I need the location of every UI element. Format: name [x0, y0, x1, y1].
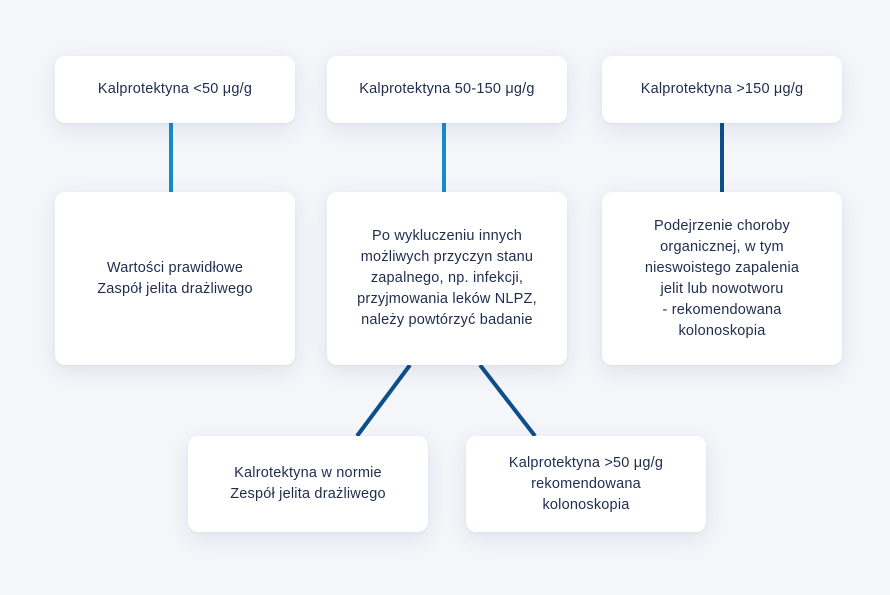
box-calprotectin-low: Kalprotektyna <50 μg/g [55, 56, 295, 123]
box-repeat-test: Po wykluczeniu innych możliwych przyczyn… [327, 192, 567, 365]
connector-branch-right [478, 363, 537, 438]
box-organic-disease: Podejrzenie choroby organicznej, w tym n… [602, 192, 842, 365]
box-normal-values: Wartości prawidłowe Zaspół jelita drażli… [55, 192, 295, 365]
connector-branch-left [355, 363, 412, 438]
box-normal-result: Kalrotektyna w normie Zespół jelita draż… [188, 436, 428, 532]
box-colonoscopy-recommended: Kalprotektyna >50 μg/g rekomendowana kol… [466, 436, 706, 532]
box-calprotectin-mid: Kalprotektyna 50-150 μg/g [327, 56, 567, 123]
box-calprotectin-high: Kalprotektyna >150 μg/g [602, 56, 842, 123]
